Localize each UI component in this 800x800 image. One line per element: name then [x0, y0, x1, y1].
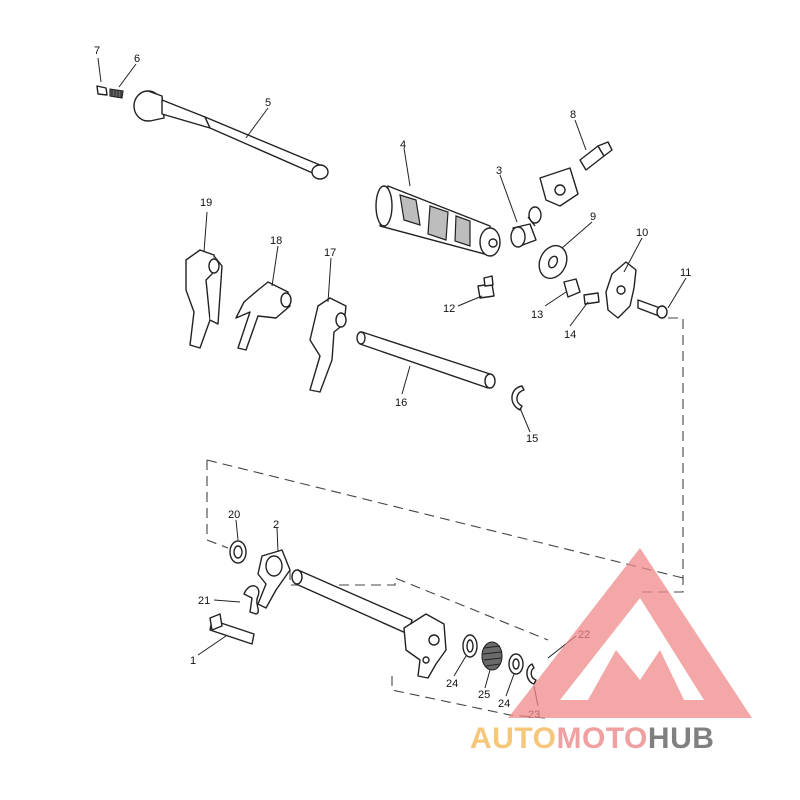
- part-5-shaft: [133, 90, 329, 180]
- callout-15: 15: [526, 433, 538, 445]
- watermark-text: AUTOMOTOHUB: [470, 722, 714, 755]
- part-20-o-ring: [229, 540, 247, 564]
- callout-labels: 1 2 3 4 5 6 7 8 9 10 11 12 13 14 15 16 1…: [94, 45, 691, 721]
- shift-shaft-assembly: [291, 569, 447, 679]
- part-8-shift-arm: [539, 141, 613, 207]
- part-7-pin: [96, 85, 108, 96]
- callout-17: 17: [324, 247, 336, 259]
- part-21-spring: [243, 585, 260, 615]
- part-1-pin-bolt: [209, 613, 255, 645]
- callout-1: 1: [190, 655, 196, 667]
- part-25-spring: [481, 641, 503, 671]
- part-16-fork-shaft: [356, 331, 496, 389]
- part-11-bolt: [637, 299, 668, 319]
- callout-2: 2: [273, 519, 279, 531]
- part-24-washer-right: [508, 653, 524, 675]
- callout-13: 13: [531, 309, 543, 321]
- callout-5: 5: [265, 97, 271, 109]
- part-6-spring: [109, 88, 124, 99]
- callout-19: 19: [200, 197, 212, 209]
- callout-3: 3: [496, 165, 502, 177]
- callout-20: 20: [228, 509, 240, 521]
- part-12-bolt: [477, 275, 495, 299]
- svg-text:AUTOMOTOHUB: AUTOMOTOHUB: [470, 722, 714, 755]
- callout-4: 4: [400, 139, 406, 151]
- part-24-washer-left: [462, 634, 478, 658]
- part-2-lever: [257, 549, 291, 609]
- part-15-circlip: [511, 385, 525, 411]
- part-18-shift-fork: [235, 281, 292, 351]
- part-3-cam-stopper: [510, 206, 542, 248]
- callout-24-left: 24: [446, 678, 458, 690]
- triangle-logo-icon: [508, 548, 752, 718]
- part-9-washer: [538, 244, 568, 280]
- callout-24-right: 24: [498, 698, 510, 710]
- watermark-word-hub: HUB: [648, 722, 715, 755]
- callout-18: 18: [270, 235, 282, 247]
- callout-6: 6: [134, 53, 140, 65]
- watermark-word-auto: AUTO: [470, 722, 556, 755]
- callout-12: 12: [443, 303, 455, 315]
- part-19-shift-fork: [185, 249, 223, 349]
- part-14-bolt: [583, 292, 600, 305]
- callout-21: 21: [198, 595, 210, 607]
- part-13-plate: [563, 278, 581, 298]
- callout-8: 8: [570, 109, 576, 121]
- part-17-shift-fork: [309, 297, 347, 393]
- callout-7: 7: [94, 45, 100, 57]
- leader-lines: [97, 57, 687, 707]
- part-23-clip: [526, 663, 537, 685]
- triangle-logo-mark-icon: [588, 650, 684, 700]
- callout-14: 14: [564, 329, 576, 341]
- callout-10: 10: [636, 227, 648, 239]
- callout-25: 25: [478, 689, 490, 701]
- callout-16: 16: [395, 397, 407, 409]
- part-4-shift-drum: [375, 185, 501, 257]
- part-10-star-cam: [605, 261, 637, 319]
- watermark-word-moto: MOTO: [556, 722, 647, 755]
- callout-9: 9: [590, 211, 596, 223]
- automotohub-watermark: [508, 548, 752, 718]
- callout-11: 11: [680, 267, 691, 279]
